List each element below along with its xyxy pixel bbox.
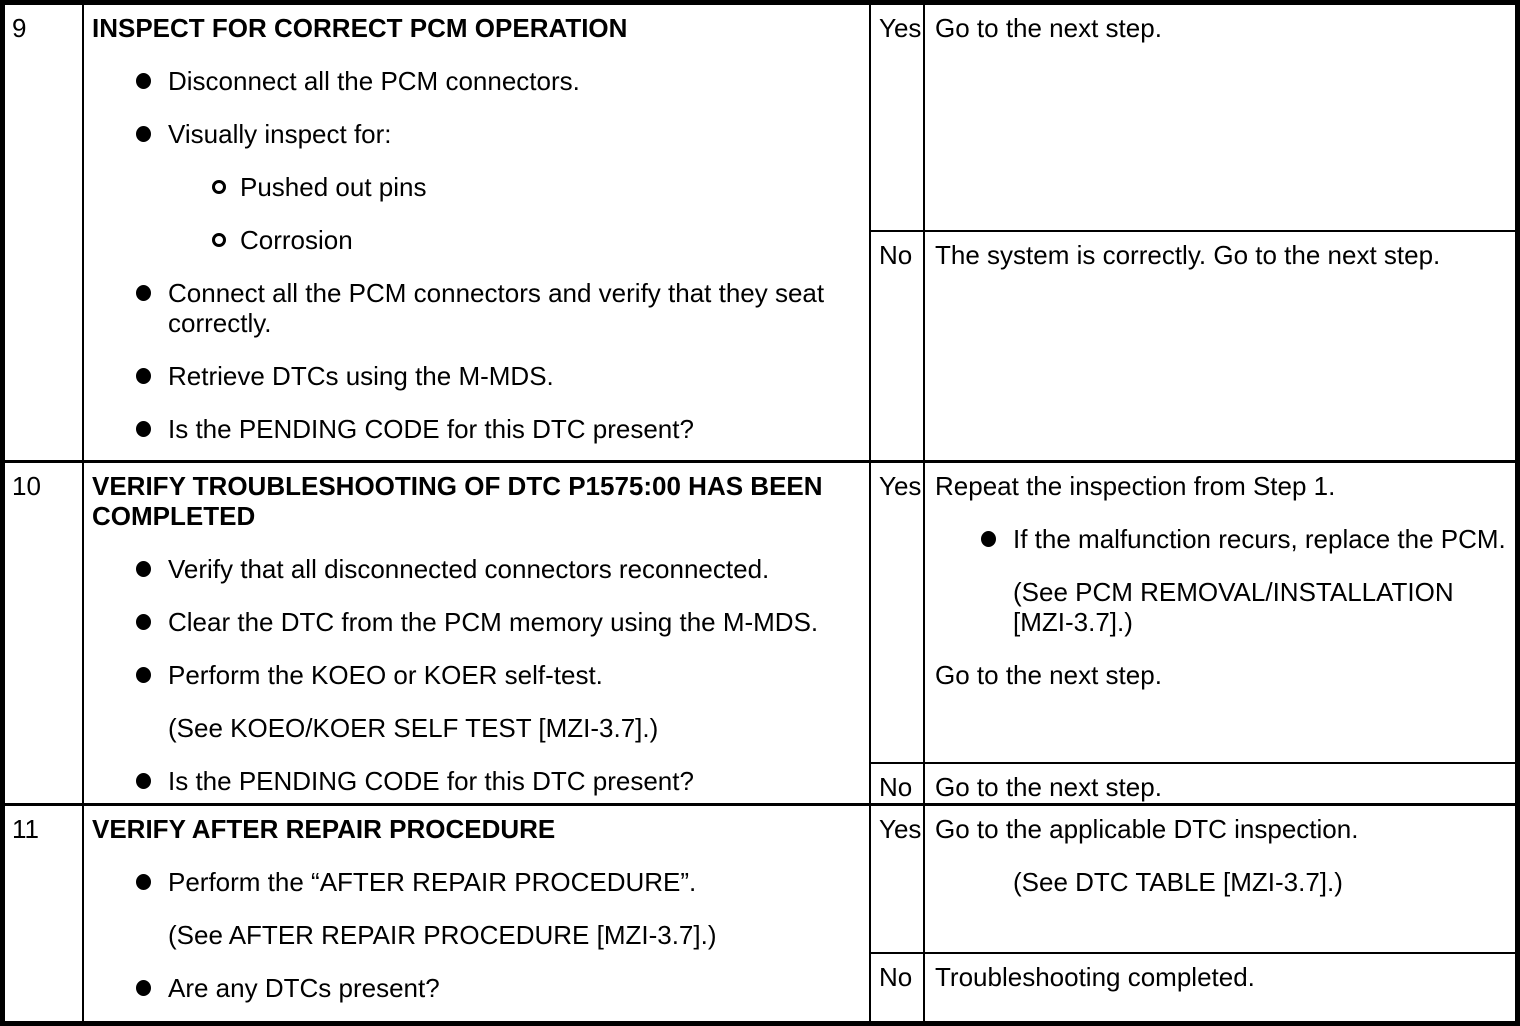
bullet-text: Is the PENDING CODE for this DTC present… [168, 766, 694, 796]
bullet-icon [136, 874, 151, 890]
bullet-text: Retrieve DTCs using the M-MDS. [168, 361, 554, 391]
bullet-icon [136, 980, 151, 996]
see-reference-note: (See KOEO/KOER SELF TEST [MZI-3.7].) [168, 713, 659, 743]
bullet-icon [136, 421, 151, 437]
bullet-item: Disconnect all the PCM connectors. [92, 66, 859, 96]
bullet-icon [136, 285, 151, 301]
yes-subrow: Yes Go to the applicable DTC inspection.… [871, 806, 1515, 954]
step-number: 10 [5, 463, 84, 803]
no-result-cell: The system is correctly. Go to the next … [925, 232, 1515, 460]
yes-subrow: Yes Go to the next step. [871, 5, 1515, 232]
yes-result-cell: Repeat the inspection from Step 1. If th… [925, 463, 1515, 762]
bullet-item: Visually inspect for: [92, 119, 859, 149]
no-subrow: No The system is correctly. Go to the ne… [871, 232, 1515, 460]
bullet-text: Verify that all disconnected connectors … [168, 554, 770, 584]
bullet-item: Verify that all disconnected connectors … [92, 554, 859, 584]
bullet-item: Clear the DTC from the PCM memory using … [92, 607, 859, 637]
decision-column: Yes Go to the next step. No The system i… [871, 5, 1515, 460]
circle-icon [212, 180, 226, 194]
sub-bullet-text: Corrosion [240, 225, 353, 255]
result-text: Go to the next step. [935, 772, 1162, 802]
yes-result-cell: Go to the next step. [925, 5, 1515, 230]
bullet-text: Disconnect all the PCM connectors. [168, 66, 580, 96]
result-text: Go to the applicable DTC inspection. [935, 814, 1359, 844]
result-text: Repeat the inspection from Step 1. [935, 471, 1336, 501]
bullet-icon [981, 531, 996, 547]
yes-label: Yes [871, 5, 925, 230]
bullet-text: Perform the KOEO or KOER self-test. [168, 660, 603, 690]
bullet-item: Are any DTCs present? [92, 973, 859, 1003]
step-title: INSPECT FOR CORRECT PCM OPERATION [92, 13, 628, 43]
see-reference-note: (See PCM REMOVAL/INSTALLATION [MZI-3.7].… [1013, 577, 1454, 637]
bullet-item: Retrieve DTCs using the M-MDS. [92, 361, 859, 391]
bullet-item: Perform the KOEO or KOER self-test. [92, 660, 859, 690]
sub-bullet-item: Pushed out pins [92, 172, 859, 202]
no-label: No [871, 764, 925, 803]
result-text: The system is correctly. Go to the next … [935, 240, 1441, 270]
result-text: Go to the next step. [935, 13, 1162, 43]
bullet-item: Is the PENDING CODE for this DTC present… [92, 766, 859, 796]
bullet-item: Connect all the PCM connectors and verif… [92, 278, 859, 338]
no-result-cell: Troubleshooting completed. [925, 954, 1515, 1021]
table-row: 11 VERIFY AFTER REPAIR PROCEDURE Perform… [5, 803, 1515, 1021]
no-label: No [871, 954, 925, 1021]
bullet-text: Perform the “AFTER REPAIR PROCEDURE”. [168, 867, 697, 897]
action-cell: VERIFY AFTER REPAIR PROCEDURE Perform th… [84, 806, 871, 1021]
no-label: No [871, 232, 925, 460]
bullet-text: Connect all the PCM connectors and verif… [168, 278, 825, 338]
sub-bullet-text: Pushed out pins [240, 172, 427, 202]
result-text: Troubleshooting completed. [935, 962, 1255, 992]
bullet-icon [136, 614, 151, 630]
circle-icon [212, 233, 226, 247]
step-title: VERIFY TROUBLESHOOTING OF DTC P1575:00 H… [92, 471, 823, 531]
no-subrow: No Go to the next step. [871, 764, 1515, 803]
bullet-text: Visually inspect for: [168, 119, 392, 149]
bullet-icon [136, 561, 151, 577]
bullet-text: If the malfunction recurs, replace the P… [1013, 524, 1506, 554]
bullet-item: If the malfunction recurs, replace the P… [935, 524, 1507, 554]
result-text: Go to the next step. [935, 660, 1162, 690]
yes-label: Yes [871, 463, 925, 762]
step-number: 9 [5, 5, 84, 460]
yes-subrow: Yes Repeat the inspection from Step 1. I… [871, 463, 1515, 764]
bullet-text: Are any DTCs present? [168, 973, 440, 1003]
bullet-icon [136, 73, 151, 89]
bullet-text: Clear the DTC from the PCM memory using … [168, 607, 819, 637]
bullet-icon [136, 773, 151, 789]
table-row: 9 INSPECT FOR CORRECT PCM OPERATION Disc… [5, 5, 1515, 460]
action-cell: INSPECT FOR CORRECT PCM OPERATION Discon… [84, 5, 871, 460]
step-number: 11 [5, 806, 84, 1021]
no-subrow: No Troubleshooting completed. [871, 954, 1515, 1021]
action-cell: VERIFY TROUBLESHOOTING OF DTC P1575:00 H… [84, 463, 871, 803]
no-result-cell: Go to the next step. [925, 764, 1515, 803]
see-reference-note: (See DTC TABLE [MZI-3.7].) [1013, 867, 1343, 897]
see-reference-note: (See AFTER REPAIR PROCEDURE [MZI-3.7].) [168, 920, 717, 950]
table-row: 10 VERIFY TROUBLESHOOTING OF DTC P1575:0… [5, 460, 1515, 803]
bullet-icon [136, 368, 151, 384]
decision-column: Yes Go to the applicable DTC inspection.… [871, 806, 1515, 1021]
bullet-item: Is the PENDING CODE for this DTC present… [92, 414, 859, 444]
bullet-item: Perform the “AFTER REPAIR PROCEDURE”. [92, 867, 859, 897]
yes-result-cell: Go to the applicable DTC inspection. (Se… [925, 806, 1515, 952]
decision-column: Yes Repeat the inspection from Step 1. I… [871, 463, 1515, 803]
bullet-icon [136, 667, 151, 683]
yes-label: Yes [871, 806, 925, 952]
step-title: VERIFY AFTER REPAIR PROCEDURE [92, 814, 556, 844]
bullet-icon [136, 126, 151, 142]
sub-bullet-item: Corrosion [92, 225, 859, 255]
bullet-text: Is the PENDING CODE for this DTC present… [168, 414, 694, 444]
